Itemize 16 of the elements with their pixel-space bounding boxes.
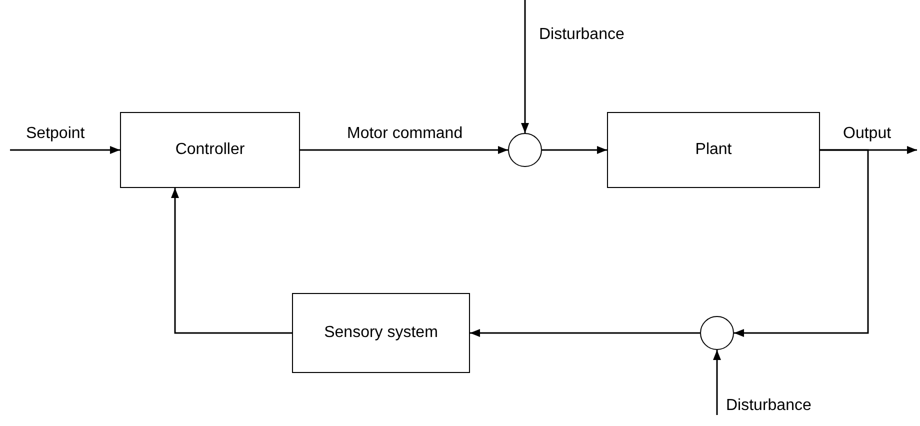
block-box: Controller xyxy=(120,112,300,188)
arrow xyxy=(470,329,700,337)
arrow xyxy=(542,146,607,154)
edge-label: Setpoint xyxy=(26,124,85,144)
arrow xyxy=(521,0,529,133)
arrow xyxy=(300,146,508,154)
arrow xyxy=(734,149,869,337)
arrow xyxy=(171,188,292,334)
arrow xyxy=(713,350,721,415)
edge-label: Motor command xyxy=(347,124,463,144)
arrow xyxy=(10,146,120,154)
edge-label: Disturbance xyxy=(539,25,624,45)
block-box: Plant xyxy=(607,112,820,188)
edge-label: Output xyxy=(843,124,892,144)
block-box: Sensory system xyxy=(292,293,470,373)
edge-label: Disturbance xyxy=(726,396,812,416)
